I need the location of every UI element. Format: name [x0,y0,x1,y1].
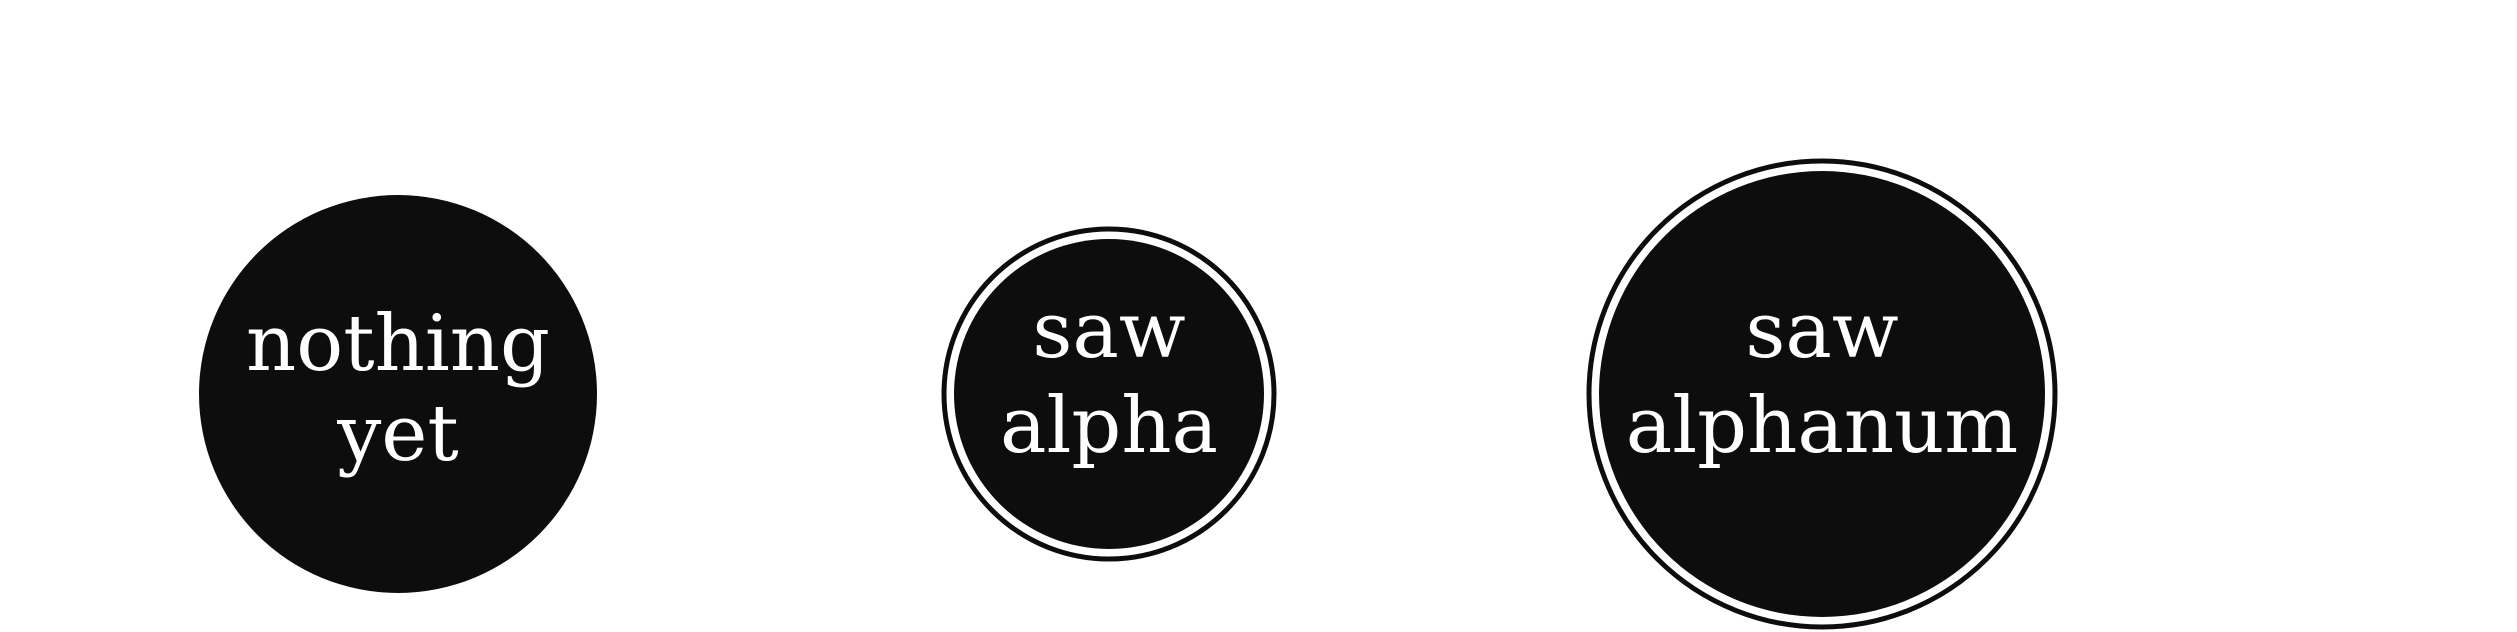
state-saw-alpha: saw alpha [941,226,1277,562]
state-label-line-1: saw [1032,286,1185,376]
state-label-line-2: yet [336,389,459,479]
state-saw-alphanum: saw alphanum [1586,158,2058,630]
state-label-line-1: nothing [246,299,550,389]
state-circle [1599,171,2045,617]
state-outer-ring [941,226,1277,562]
state-nothing-yet: nothing yet [199,195,597,593]
state-outer-ring [1586,158,2058,630]
state-label-line-2: alpha [1000,381,1218,471]
state-label-line-2: alphanum [1626,381,2019,471]
state-circle [954,239,1264,549]
state-circle [199,195,597,593]
state-label-line-1: saw [1745,286,1898,376]
